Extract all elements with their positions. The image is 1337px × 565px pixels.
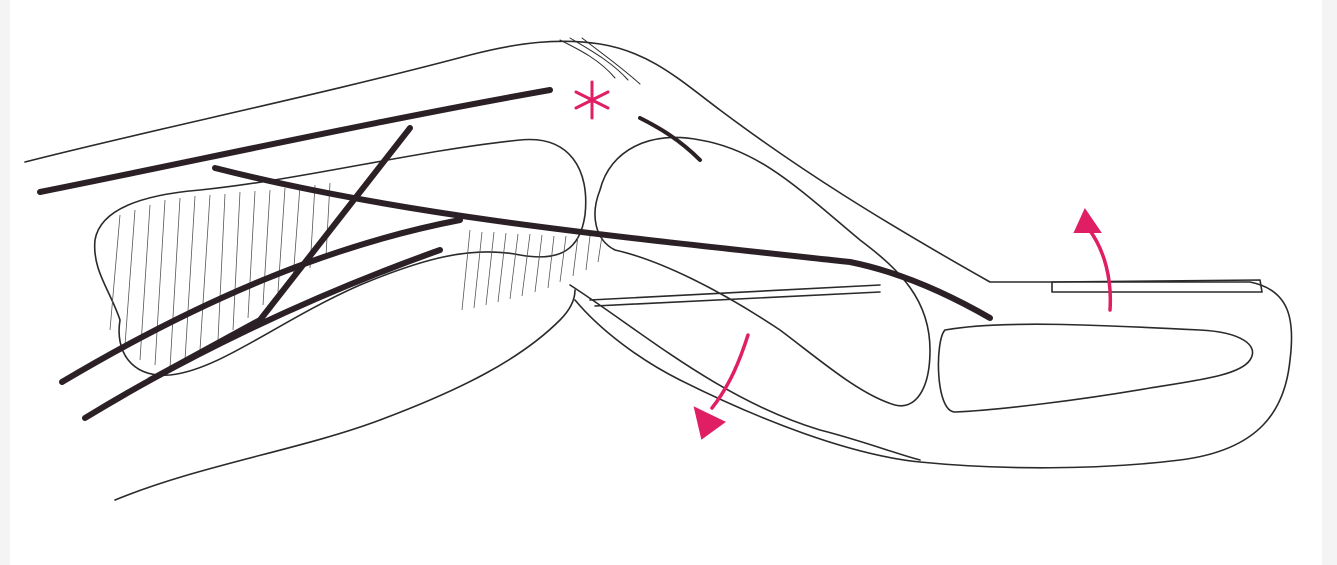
volar-line (570, 285, 920, 460)
proximal-phalanx (95, 140, 586, 376)
hatching (110, 183, 602, 368)
distal-phalanx (938, 324, 1252, 412)
joint-hatching (462, 230, 602, 310)
drawing-canvas (10, 0, 1322, 565)
dorsal-crease (560, 38, 640, 84)
cross-band (150, 128, 410, 380)
skin-outline (25, 38, 1292, 500)
distal-arrow-up (1075, 210, 1110, 310)
finger-anatomy-sketch (10, 0, 1322, 565)
palmar-skin (115, 290, 575, 500)
oblique-ligament (62, 220, 460, 382)
injury-star (576, 82, 608, 118)
flexor-line (590, 285, 880, 300)
